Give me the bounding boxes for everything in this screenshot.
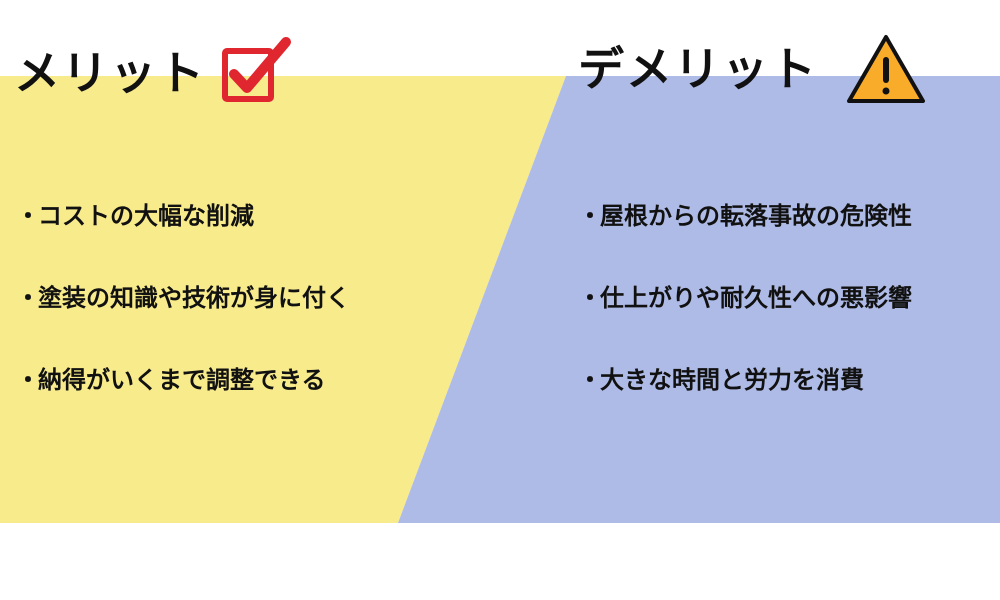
merit-list: ・コストの大幅な削減 ・塗装の知識や技術が身に付く ・納得がいくまで調整できる	[16, 204, 350, 450]
demerit-title: デメリット	[578, 42, 818, 96]
warning-triangle-icon	[847, 35, 925, 103]
merit-title: メリット	[14, 46, 206, 100]
demerit-item: ・仕上がりや耐久性への悪影響	[578, 284, 912, 312]
merit-panel	[0, 76, 566, 523]
merit-item: ・コストの大幅な削減	[16, 202, 254, 230]
checkbox-checked-icon	[222, 37, 291, 102]
demerit-item: ・屋根からの転落事故の危険性	[578, 202, 912, 230]
demerit-item: ・大きな時間と労力を消費	[578, 366, 864, 394]
demerit-panel	[398, 76, 1000, 523]
merit-item: ・塗装の知識や技術が身に付く	[16, 284, 350, 312]
demerit-list: ・屋根からの転落事故の危険性 ・仕上がりや耐久性への悪影響 ・大きな時間と労力を…	[578, 204, 912, 450]
merit-item: ・納得がいくまで調整できる	[16, 366, 326, 394]
